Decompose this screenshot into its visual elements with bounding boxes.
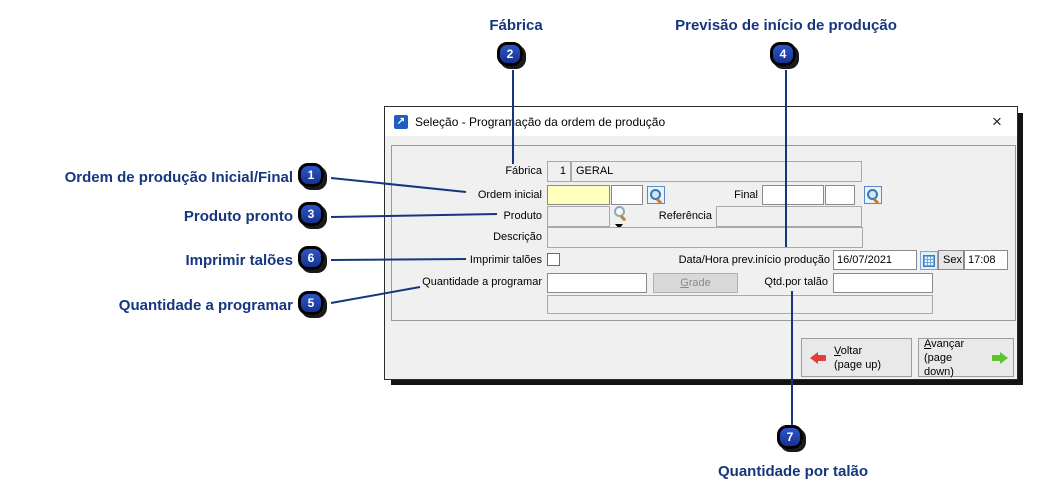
ordem-final-lookup-button[interactable] xyxy=(864,186,882,204)
callout-label-previsao: Previsão de início de produção xyxy=(675,17,897,34)
ordem-inicial-seq-input[interactable] xyxy=(611,185,643,205)
grade-button[interactable]: Grade xyxy=(653,273,738,293)
produto-search-icon[interactable] xyxy=(613,206,627,220)
callout-label-fabrica: Fábrica xyxy=(489,17,543,34)
calendar-button[interactable] xyxy=(920,251,938,270)
close-icon[interactable]: × xyxy=(992,111,1002,131)
produto-label: Produto xyxy=(503,210,542,222)
callout-badge-2: 2 xyxy=(497,42,523,66)
callout-badge-7: 7 xyxy=(777,425,803,449)
callout-badge-3: 3 xyxy=(298,202,324,226)
avancar-button[interactable]: Avançar(page down) xyxy=(918,338,1014,378)
arrow-right-icon xyxy=(991,351,1008,365)
hora-input[interactable] xyxy=(964,250,1008,270)
callout-badge-1: 1 xyxy=(298,163,324,187)
fabrica-name-field: GERAL xyxy=(571,161,862,182)
voltar-button[interactable]: Voltar(page up) xyxy=(801,338,912,377)
qtd-por-talao-label: Qtd.por talão xyxy=(764,276,828,288)
window-title: Seleção - Programação da ordem de produç… xyxy=(415,114,666,129)
callout-label-imprimir: Imprimir talões xyxy=(185,252,293,269)
descricao-label: Descrição xyxy=(493,231,542,243)
fabrica-code-field: 1 xyxy=(547,161,571,182)
callout-label-qtd-talao: Quantidade por talão xyxy=(717,463,868,480)
app-icon: ↗ xyxy=(394,114,408,129)
imprimir-taloes-label: Imprimir talões xyxy=(469,254,542,266)
ordem-inicial-lookup-button[interactable] xyxy=(647,186,665,204)
ordem-inicial-input[interactable] xyxy=(547,185,610,205)
callout-badge-5: 5 xyxy=(298,291,324,315)
quantidade-programar-label: Quantidade a programar xyxy=(422,276,542,288)
qtd-por-talao-input[interactable] xyxy=(833,273,933,293)
descricao-field xyxy=(547,227,863,248)
callout-label-quantidade: Quantidade a programar xyxy=(118,297,293,314)
title-bar[interactable]: ↗ Seleção - Programação da ordem de prod… xyxy=(385,107,1017,136)
imprimir-taloes-checkbox[interactable] xyxy=(547,253,560,266)
callout-label-produto: Produto pronto xyxy=(183,208,293,225)
weekday-field: Sex xyxy=(938,250,964,270)
ordem-final-input[interactable] xyxy=(762,185,824,205)
calendar-icon xyxy=(923,254,935,267)
callout-badge-4: 4 xyxy=(770,42,796,66)
data-hora-label: Data/Hora prev.início produção xyxy=(678,254,830,266)
produto-dropdown-icon[interactable] xyxy=(615,224,623,229)
search-icon xyxy=(866,188,880,202)
data-input[interactable] xyxy=(833,250,917,270)
referencia-label: Referência xyxy=(658,210,712,222)
search-icon xyxy=(649,188,663,202)
fabrica-label: Fábrica xyxy=(505,165,542,177)
arrow-left-icon xyxy=(810,351,827,365)
ordem-final-seq-input[interactable] xyxy=(825,185,855,205)
quantidade-programar-input[interactable] xyxy=(547,273,647,293)
produto-field[interactable] xyxy=(547,206,610,227)
ordem-inicial-label: Ordem inicial xyxy=(477,189,542,201)
referencia-field xyxy=(716,206,862,227)
callout-badge-6: 6 xyxy=(298,246,324,270)
resultado-field xyxy=(547,295,933,314)
callout-label-ordem: Ordem de produção Inicial/Final xyxy=(64,169,293,186)
dialog-window: ↗ Seleção - Programação da ordem de prod… xyxy=(384,106,1018,380)
ordem-final-label: Final xyxy=(734,189,758,201)
